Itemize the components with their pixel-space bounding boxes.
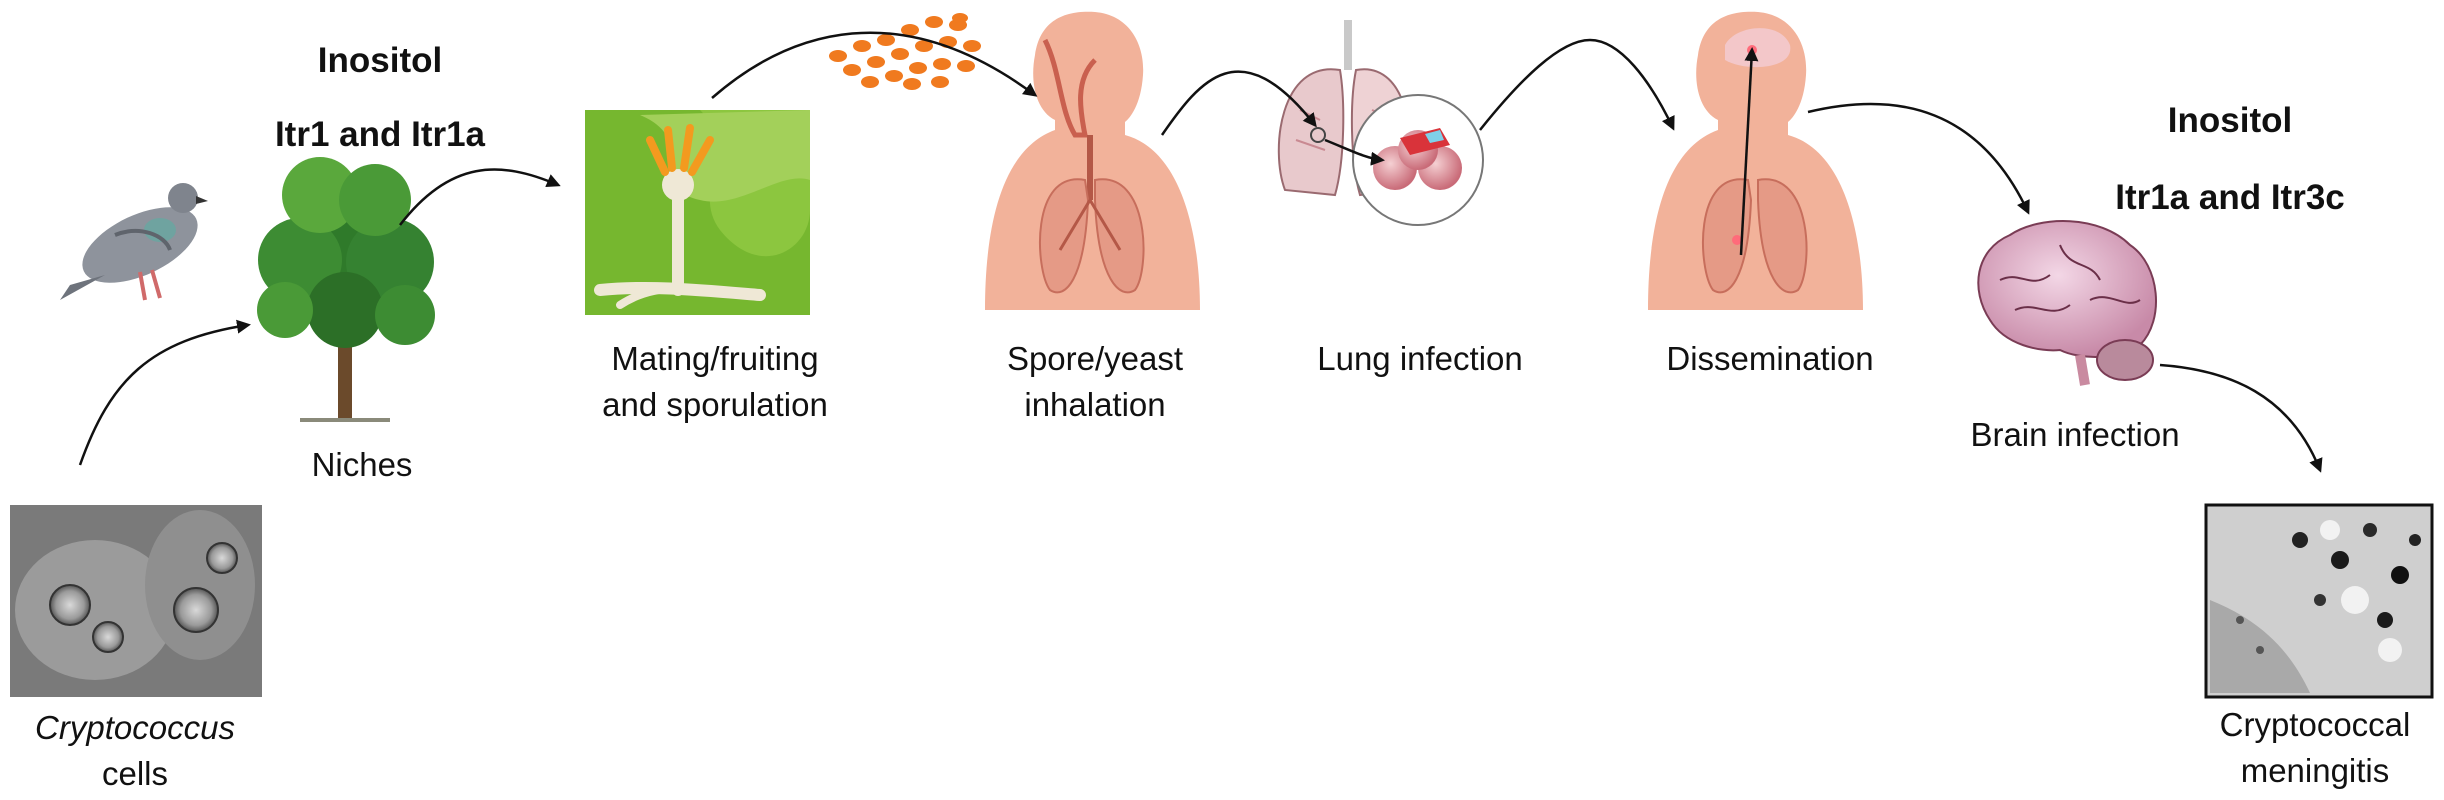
mating-label: Mating/fruiting and sporulation xyxy=(570,336,860,428)
mating-label-line2: and sporulation xyxy=(602,386,828,423)
brain-infection-label: Brain infection xyxy=(1945,412,2205,458)
mating-panel xyxy=(585,110,810,315)
dissemination-label-line1: Dissemination xyxy=(1666,340,1874,377)
dissemination-label: Dissemination xyxy=(1640,336,1900,382)
dissemination-torso xyxy=(1648,11,1863,311)
arrow-cells-to-niches xyxy=(78,319,251,466)
right-transporters-label: Itr1a and Itr3c xyxy=(2115,178,2345,217)
meningitis-label-line2: meningitis xyxy=(2240,752,2390,789)
arrow-brain-to-meningitis xyxy=(2159,363,2323,473)
alveoli-zoom xyxy=(1352,94,1484,226)
inhalation-label-line2: inhalation xyxy=(1024,386,1166,423)
meningitis-label-line1: Cryptococcal xyxy=(2219,706,2411,743)
arrow-inhalation-to-lung xyxy=(1160,70,1317,136)
lung-infection-label-line1: Lung infection xyxy=(1317,340,1523,377)
niches-label: Niches xyxy=(262,442,462,488)
inhalation-torso xyxy=(985,11,1200,311)
right-nutrient-label: Inositol xyxy=(2167,101,2293,140)
cells-label-line2: cells xyxy=(101,755,169,792)
tree-icon xyxy=(257,157,435,422)
meningitis-label: Cryptococcal meningitis xyxy=(2190,702,2440,794)
left-nutrient-label: Inositol xyxy=(317,41,443,80)
cells-label: Cryptococcus cells xyxy=(20,705,250,797)
arrow-dissemination-upward xyxy=(1739,47,1759,256)
arrow-dissemination-to-brain xyxy=(1807,102,2030,215)
arrow-lung-to-alveoli xyxy=(1324,138,1385,166)
mating-label-line1: Mating/fruiting xyxy=(611,340,819,377)
meningitis-micrograph xyxy=(2204,503,2434,699)
cryptococcus-cells-micrograph xyxy=(10,505,262,697)
cells-label-line1: Cryptococcus xyxy=(35,709,235,746)
brain-infection-label-line1: Brain infection xyxy=(1970,416,2180,453)
spore-cluster xyxy=(829,13,981,90)
arrow-niches-to-mating xyxy=(399,168,561,226)
inhalation-label: Spore/yeast inhalation xyxy=(975,336,1215,428)
inhalation-label-line1: Spore/yeast xyxy=(1006,340,1184,377)
arrow-mating-to-inhalation xyxy=(711,31,1038,99)
left-transporters-label: Itr1 and Itr1a xyxy=(274,115,486,154)
niches-label-line1: Niches xyxy=(311,446,413,483)
arrow-lung-to-dissemination xyxy=(1479,38,1675,131)
pigeon-icon xyxy=(60,183,208,301)
brain-illustration xyxy=(1977,220,2157,386)
flow-arrows xyxy=(78,31,2323,473)
lung-infection-label: Lung infection xyxy=(1290,336,1550,382)
